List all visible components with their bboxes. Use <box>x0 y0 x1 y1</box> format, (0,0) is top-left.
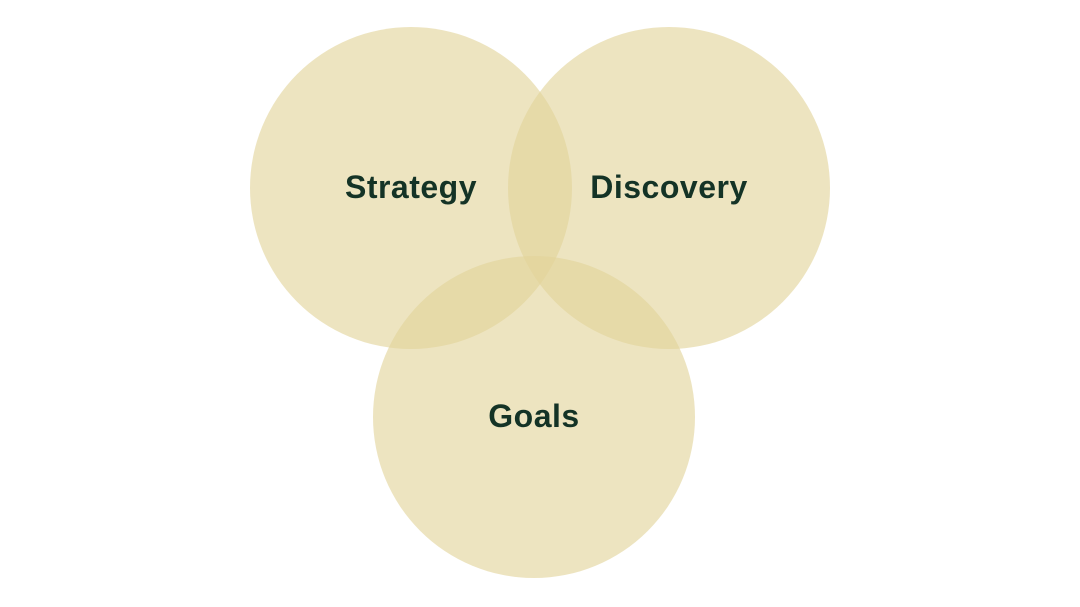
strategy-label: Strategy <box>345 169 477 205</box>
discovery-label: Discovery <box>590 169 747 205</box>
goals-label: Goals <box>488 398 579 434</box>
goals-circle <box>373 256 695 578</box>
